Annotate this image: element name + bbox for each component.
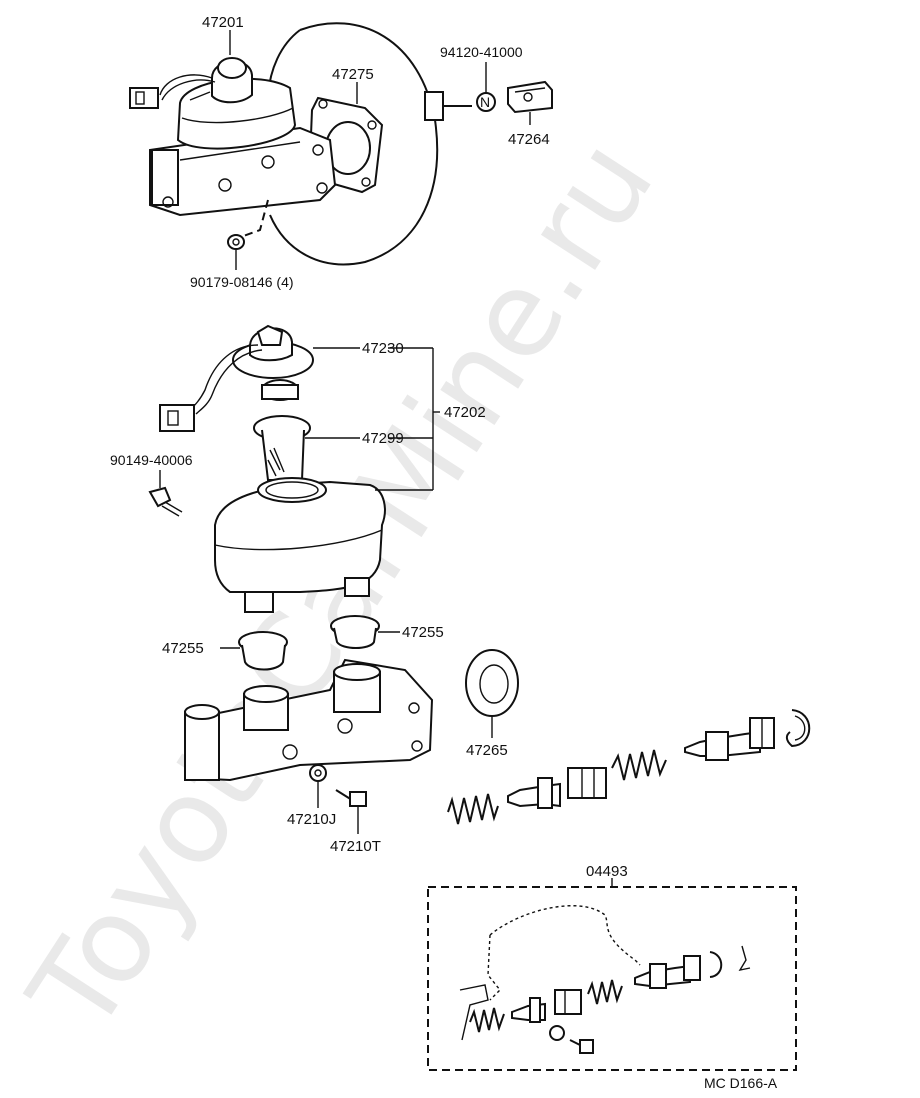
nut-letter: N xyxy=(480,94,490,110)
label-47210j: 47210J xyxy=(287,811,336,828)
diagram-code: MC D166-A xyxy=(704,1075,778,1091)
label-47264: 47264 xyxy=(508,131,550,148)
cylinder-body xyxy=(183,615,434,807)
brake-booster-assembly: N xyxy=(129,22,553,266)
piston-springs xyxy=(447,709,811,825)
label-47299: 47299 xyxy=(362,430,404,447)
label-47202: 47202 xyxy=(444,404,486,421)
label-47201: 47201 xyxy=(202,14,244,31)
repair-kit-box xyxy=(427,878,797,1071)
seal-47265 xyxy=(465,649,519,717)
label-47255-left: 47255 xyxy=(162,640,204,657)
label-47230: 47230 xyxy=(362,340,404,357)
label-90179-08146: 90179-08146 (4) xyxy=(190,274,294,290)
label-04493: 04493 xyxy=(586,863,628,880)
label-47275: 47275 xyxy=(332,66,374,83)
reservoir-assembly xyxy=(148,324,386,613)
label-94120-41000: 94120-41000 xyxy=(440,44,523,60)
label-47265: 47265 xyxy=(466,742,508,759)
label-47255-right: 47255 xyxy=(402,624,444,641)
label-47210t: 47210T xyxy=(330,838,381,855)
label-90149-40006: 90149-40006 xyxy=(110,452,193,468)
